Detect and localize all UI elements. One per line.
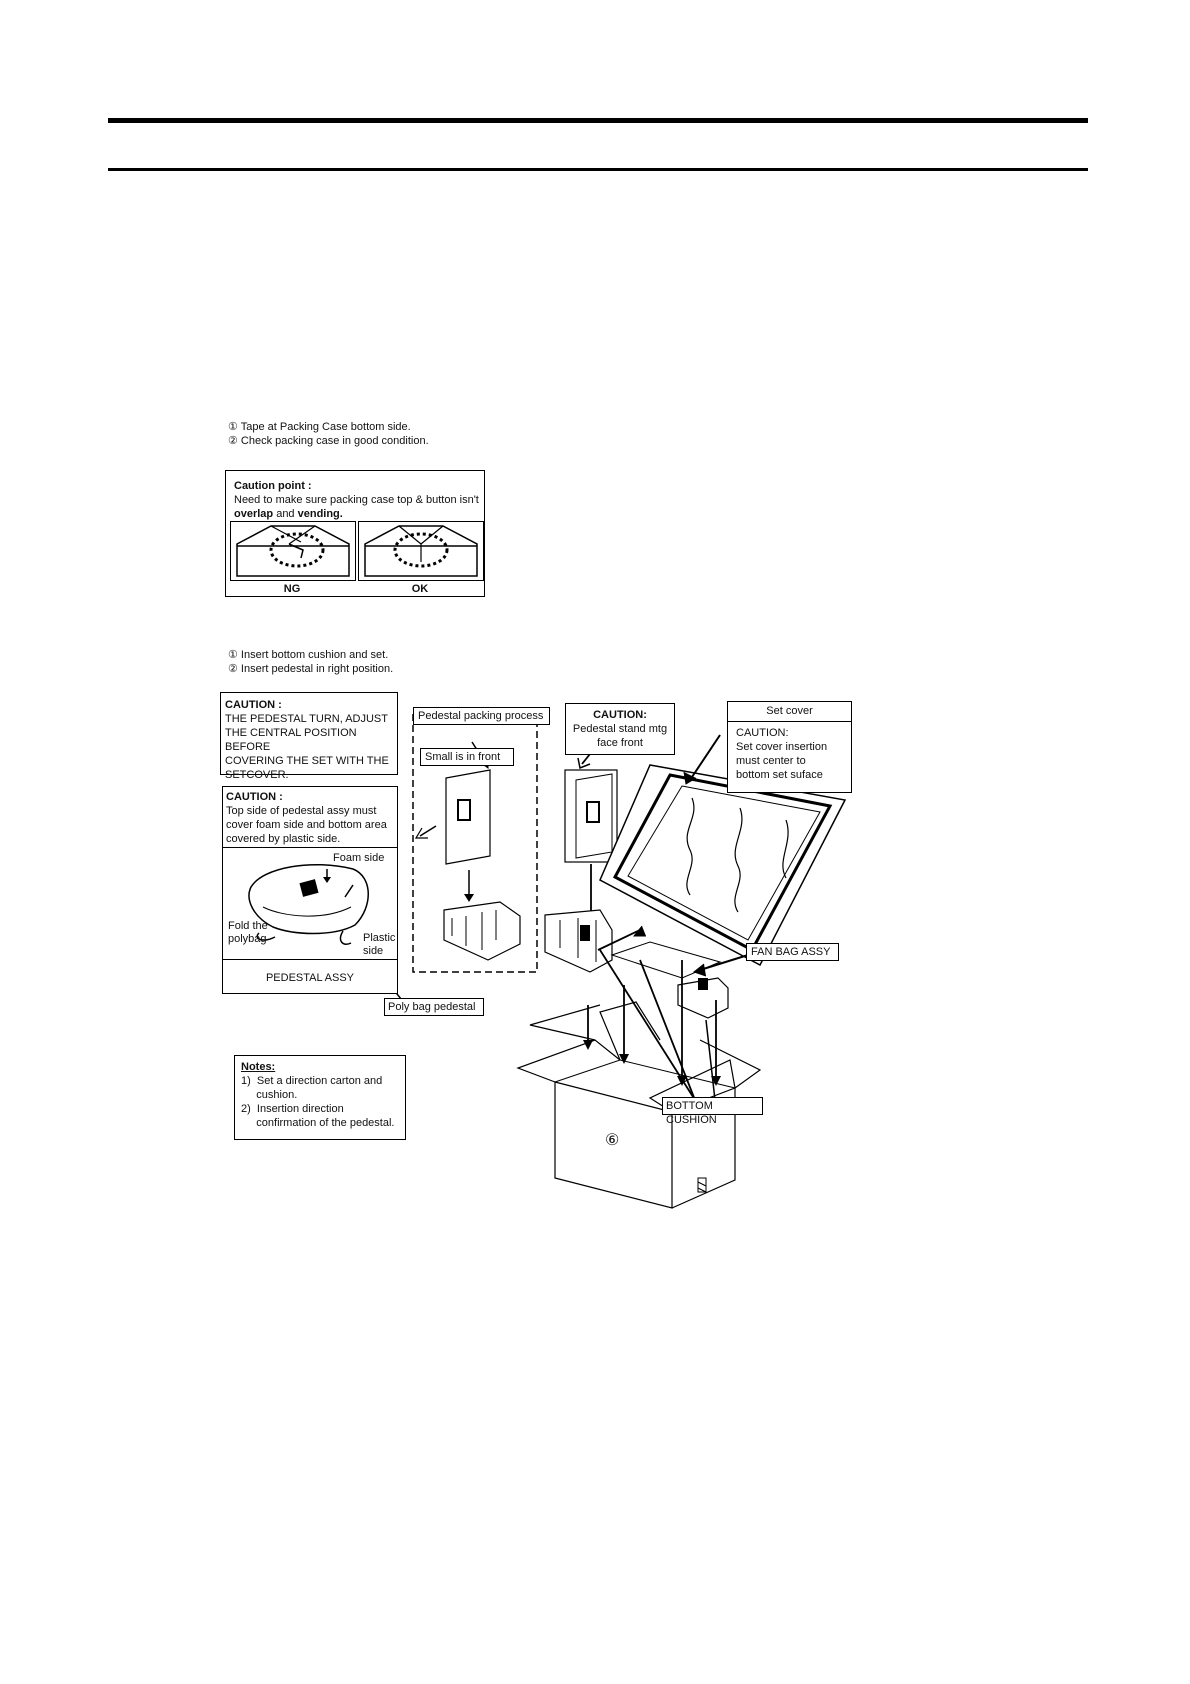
caution-turn-line-4: SETCOVER.	[225, 769, 289, 781]
ok-illustration	[358, 521, 484, 581]
fold-polybag-label-1: Fold the	[228, 920, 268, 932]
set-cover-line-1: CAUTION:	[736, 727, 789, 739]
step1-item-1: ① Tape at Packing Case bottom side.	[228, 421, 411, 433]
fan-bag-assy-label: FAN BAG ASSY	[746, 943, 839, 961]
set-cover-box: Set cover CAUTION: Set cover insertion m…	[727, 701, 852, 793]
caution-top-title: CAUTION :	[226, 791, 283, 803]
step1-item-2: ② Check packing case in good condition.	[228, 435, 429, 447]
notes-item-3: 2) Insertion direction	[241, 1103, 344, 1115]
notes-item-2: cushion.	[241, 1089, 298, 1101]
bottom-cushion-label: BOTTOM CUSHION	[662, 1097, 763, 1126]
caution-turn-line-1: THE PEDESTAL TURN, ADJUST	[225, 713, 388, 725]
caution-point-box: Caution point : Need to make sure packin…	[225, 470, 485, 597]
notes-title: Notes:	[241, 1061, 276, 1073]
caution-top-line-2: cover foam side and bottom area	[226, 819, 387, 831]
notes-box: Notes: 1) Set a direction carton and cus…	[234, 1055, 406, 1140]
ng-label: NG	[283, 583, 301, 595]
pedestal-assy-label: PEDESTAL ASSY	[265, 972, 355, 984]
caution-turn-line-3: COVERING THE SET WITH THE	[225, 755, 389, 767]
caution-pedestal-turn-box: CAUTION : THE PEDESTAL TURN, ADJUST THE …	[220, 692, 398, 781]
small-is-in-front-label: Small is in front	[420, 748, 514, 766]
step2-item-1: ① Insert bottom cushion and set.	[228, 649, 389, 661]
ok-label: OK	[411, 583, 429, 595]
carton-number-label: ⑥	[605, 1132, 620, 1149]
set-cover-line-2: Set cover insertion	[736, 741, 828, 753]
step2-item-2: ② Insert pedestal in right position.	[228, 663, 394, 675]
set-cover-line-4: bottom set suface	[736, 769, 823, 781]
caution-stand-title: CAUTION:	[593, 709, 647, 721]
notes-item-4: confirmation of the pedestal.	[241, 1117, 395, 1129]
header-rule-thin	[108, 168, 1088, 171]
poly-bag-pedestal-label: Poly bag pedestal	[384, 998, 484, 1016]
set-cover-title: Set cover	[766, 705, 813, 717]
plastic-side-label-2: side	[363, 945, 384, 957]
pedestal-packing-process-title: Pedestal packing process	[413, 707, 550, 725]
caution-top-line-1: Top side of pedestal assy must	[226, 805, 377, 817]
pedestal-illustration	[248, 863, 369, 945]
ng-illustration	[230, 521, 356, 581]
set-cover-line-3: must center to	[736, 755, 806, 767]
caution-pedestal-assy-box: CAUTION : Top side of pedestal assy must…	[222, 786, 398, 994]
caution-point-text: Need to make sure packing case top & but…	[234, 494, 479, 520]
notes-item-1: 1) Set a direction carton and	[241, 1075, 383, 1087]
header-rule-thick	[108, 118, 1088, 123]
caution-turn-title: CAUTION :	[225, 699, 282, 711]
caution-turn-line-2: THE CENTRAL POSITION BEFORE	[225, 727, 357, 753]
foam-side-label: Foam side	[333, 852, 385, 864]
caution-top-line-3: covered by plastic side.	[226, 833, 341, 845]
fold-polybag-label-2: polybag	[228, 933, 267, 945]
caution-stand-box: CAUTION: Pedestal stand mtg face front	[565, 703, 675, 755]
plastic-side-label-1: Plastic	[363, 932, 396, 944]
caution-point-title: Caution point :	[234, 480, 312, 492]
caution-stand-line-2: face front	[597, 737, 643, 749]
caution-stand-line-1: Pedestal stand mtg	[572, 723, 668, 735]
